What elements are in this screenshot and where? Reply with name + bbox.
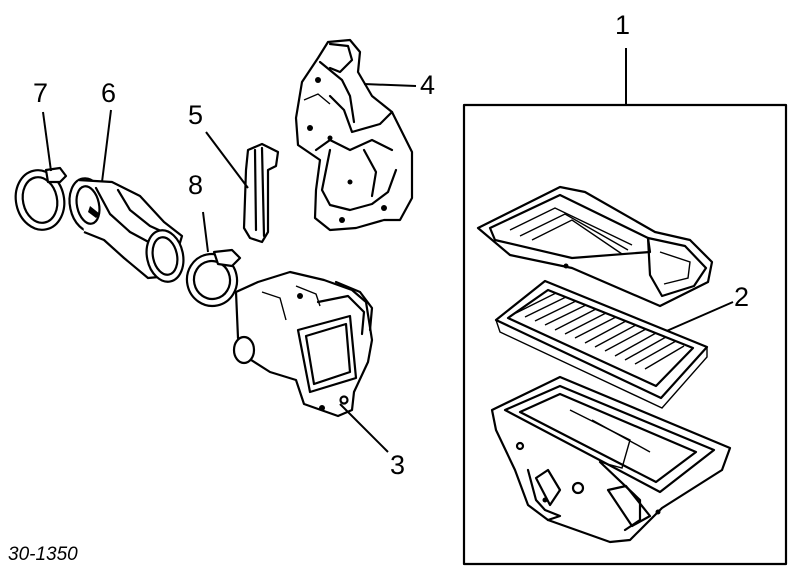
figure-code: 30-1350	[8, 544, 78, 565]
leader-8	[202, 211, 209, 253]
intake-boot	[68, 177, 185, 283]
callout-7: 7	[33, 78, 49, 108]
callout-1: 1	[615, 10, 631, 40]
leader-3	[339, 403, 389, 453]
callout-8: 8	[188, 170, 204, 200]
leader-2	[661, 301, 734, 334]
leader-7	[42, 111, 52, 172]
callout-2: 2	[734, 282, 750, 312]
housing-lower	[490, 375, 732, 544]
air-duct-bracket	[294, 38, 414, 232]
callout-5: 5	[188, 100, 204, 130]
hose-clamp-8	[185, 248, 242, 308]
hose-clamp-7	[14, 166, 68, 231]
filter-element	[494, 279, 709, 409]
callout-3: 3	[390, 450, 406, 480]
mounting-clip	[242, 142, 280, 244]
callout-4: 4	[420, 70, 436, 100]
leader-5	[205, 131, 249, 189]
housing-cover	[476, 185, 714, 308]
leader-6	[101, 109, 112, 183]
intake-housing	[232, 270, 374, 418]
callout-6: 6	[101, 78, 117, 108]
leader-4	[363, 83, 417, 87]
